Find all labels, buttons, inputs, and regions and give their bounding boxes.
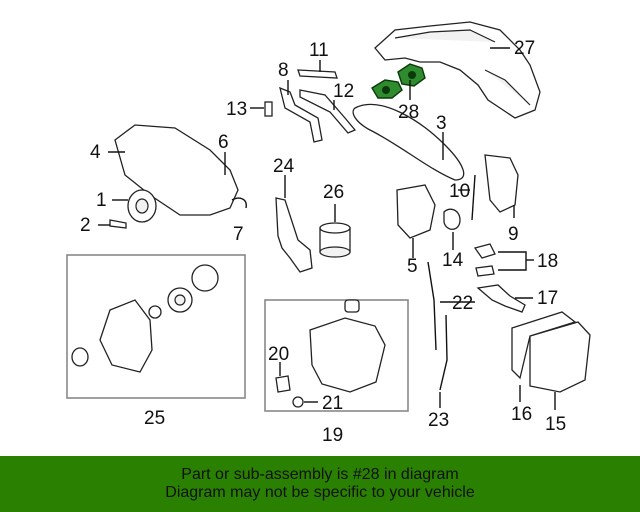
sump-part <box>309 317 386 393</box>
callout-25: 25 <box>144 408 165 429</box>
oil-pan-part-15 <box>529 321 591 393</box>
callout-28: 28 <box>398 102 419 123</box>
cam-sprocket-part-14 <box>443 208 461 230</box>
info-banner: Part or sub-assembly is #28 in diagram D… <box>0 456 640 512</box>
dipstick-part-23 <box>439 314 448 391</box>
callout-5: 5 <box>407 256 418 277</box>
callout-17: 17 <box>537 288 558 309</box>
gasket-part-28 <box>371 63 426 99</box>
cam-plate-part-5 <box>396 184 436 239</box>
callout-10: 10 <box>449 181 470 202</box>
subassembly-box-25 <box>66 254 246 399</box>
banner-line-1: Part or sub-assembly is #28 in diagram <box>181 466 459 483</box>
callout-6: 6 <box>218 132 229 153</box>
callout-1: 1 <box>96 190 107 211</box>
callout-7: 7 <box>233 224 244 245</box>
callout-20: 20 <box>268 344 289 365</box>
rod-part-10 <box>471 174 476 221</box>
bolt-part-13 <box>264 101 273 117</box>
belt-guide-part-8 <box>279 86 323 143</box>
crank-pulley-part <box>127 189 157 223</box>
callout-26: 26 <box>323 182 344 203</box>
callout-16: 16 <box>511 404 532 425</box>
pulley-bolt-part <box>109 219 127 229</box>
intake-manifold-part <box>374 21 541 119</box>
callout-12: 12 <box>333 81 354 102</box>
oil-pump-part <box>99 299 153 373</box>
callout-18: 18 <box>537 251 558 272</box>
callout-23: 23 <box>428 410 449 431</box>
callout-14: 14 <box>442 250 464 271</box>
callout-22: 22 <box>452 293 473 314</box>
callout-9: 9 <box>508 224 519 245</box>
oil-tube-part-24 <box>275 197 313 273</box>
gear-part-18a <box>473 243 496 259</box>
oil-filter-part <box>319 222 351 258</box>
banner-line-2: Diagram may not be specific to your vehi… <box>165 484 475 501</box>
dipstick-part-22 <box>427 261 437 351</box>
callout-8: 8 <box>278 60 289 81</box>
callout-15: 15 <box>545 414 566 435</box>
leader-lines <box>98 47 556 410</box>
plug-part-20 <box>275 375 291 393</box>
belt-guide-part-11 <box>297 69 338 79</box>
cover-part-9 <box>484 154 519 213</box>
seal-part <box>71 347 89 367</box>
callout-3: 3 <box>436 113 447 134</box>
washer-part-21 <box>292 396 304 408</box>
callout-21: 21 <box>322 393 343 414</box>
callout-27: 27 <box>514 38 535 59</box>
part-7-bracket <box>231 197 247 209</box>
gear-set-part <box>148 264 219 319</box>
callout-13: 13 <box>226 99 247 120</box>
timing-belt-part <box>352 103 465 181</box>
gasket-part-16 <box>511 311 577 380</box>
callout-24: 24 <box>273 156 295 177</box>
belt-guide-part-12 <box>299 89 357 134</box>
subassembly-box-19 <box>264 299 409 412</box>
callout-2: 2 <box>80 215 91 236</box>
gear-part-18b <box>475 265 495 277</box>
callout-4: 4 <box>90 142 101 163</box>
callout-11: 11 <box>309 40 329 61</box>
cap-part <box>344 299 360 313</box>
callout-19: 19 <box>322 425 343 446</box>
bracket-part-17 <box>476 284 526 313</box>
parts-diagram: 27 11 8 12 13 28 3 4 6 24 26 1 10 2 7 9 … <box>66 21 591 446</box>
